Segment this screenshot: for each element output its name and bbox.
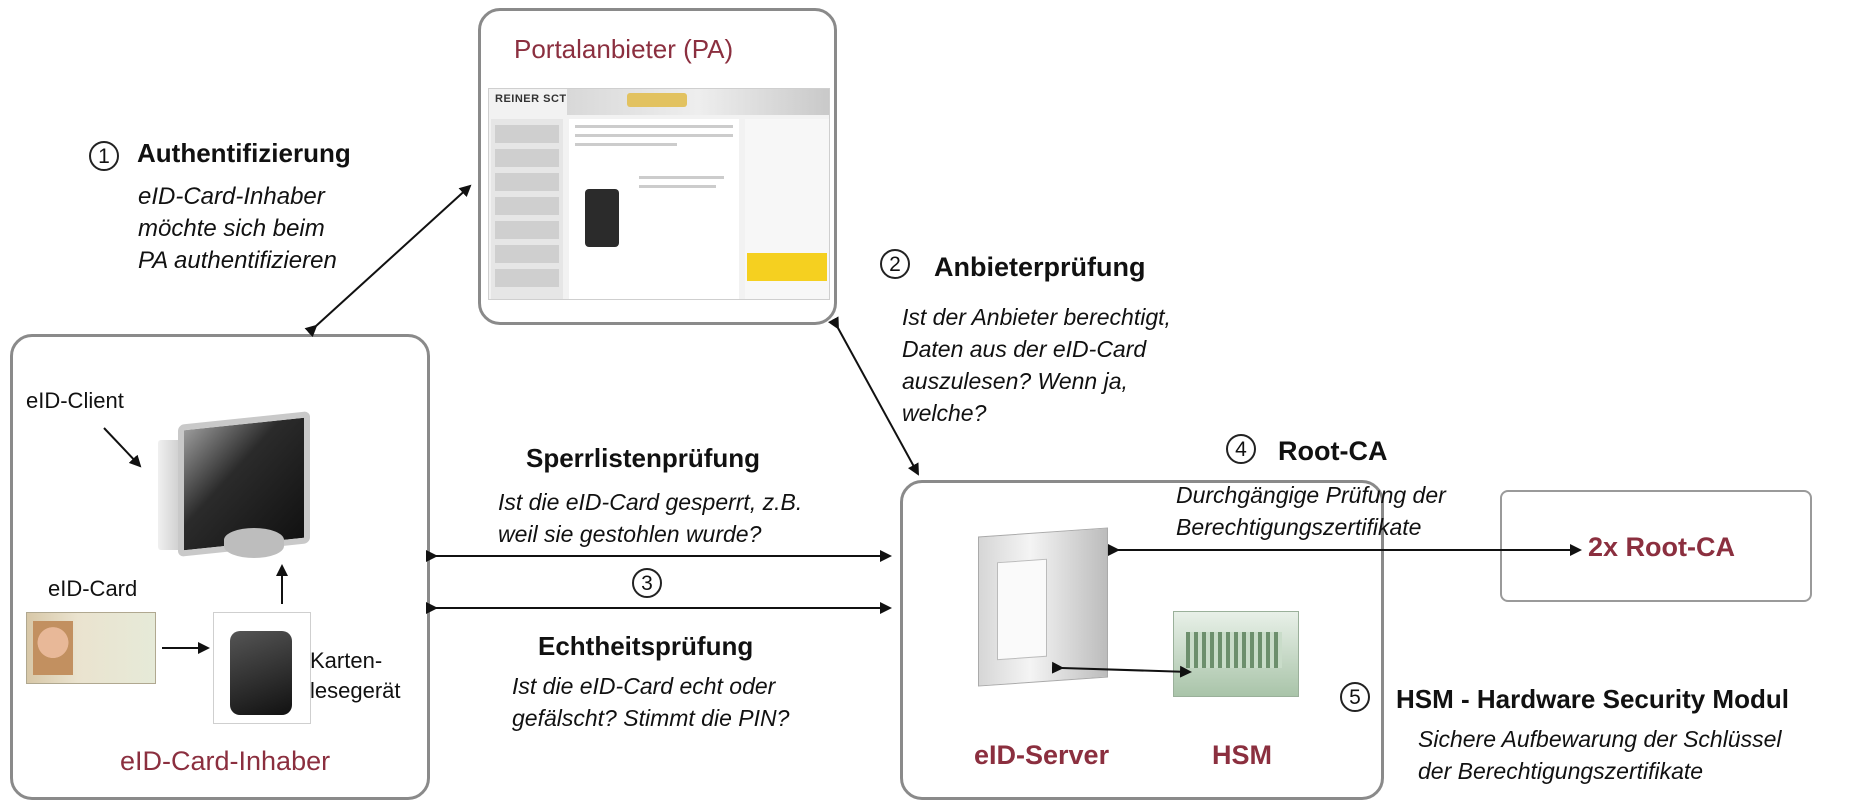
arrow-step-2 [827,316,919,476]
step-5-heading: HSM - Hardware Security Modul [1396,684,1789,714]
reader-label-line-2: lesegerät [310,678,401,703]
step-4-heading: Root-CA [1278,436,1388,466]
step-2-line-2: Daten aus der eID-Card [902,336,1147,362]
eid-server-label: eID-Server [974,740,1110,770]
step-2-line-1: Ist der Anbieter berechtigt, [902,304,1171,330]
step-2-number: 2 [880,249,910,279]
authenticity-heading: Echtheitsprüfung [538,631,754,661]
step-1-number: 1 [89,141,119,171]
step-2-line-3: auszulesen? Wenn ja, [902,368,1128,394]
arrow-hsm [1051,661,1192,678]
eid-card-label: eID-Card [48,576,138,601]
holder-title: eID-Card-Inhaber [120,746,331,776]
portal-title: Portalanbieter (PA) [514,34,734,64]
rootca-label: 2x Root-CA [1588,532,1735,562]
step-4-number: 4 [1226,434,1256,464]
step-2-heading: Anbieterprüfung [934,252,1146,282]
screenshot-banner [567,89,829,115]
hsm-module-image [1173,611,1299,697]
hsm-label: HSM [1212,740,1272,770]
arrow-eid-client [103,427,142,468]
step-3-number: 3 [632,568,662,598]
card-reader-image [585,189,619,247]
revocation-line-1: Ist die eID-Card gesperrt, z.B. [498,489,803,515]
step-1-heading: Authentifizierung [137,138,351,168]
step-1-line-2: möchte sich beim [138,215,325,242]
screenshot-right-column [745,119,829,299]
step-4-line-2: Berechtigungszertifikate [1176,514,1422,540]
step-1-line-1: eID-Card-Inhaber [138,183,325,210]
revocation-line-2: weil sie gestohlen wurde? [498,521,762,547]
step-4-line-1: Durchgängige Prüfung der [1176,482,1446,508]
eid-card-image [26,612,156,684]
monitor-stand-image [224,528,284,558]
revocation-heading: Sperrlistenprüfung [526,443,761,473]
portal-screenshot: REINER SCT [488,88,830,300]
authenticity-line-2: gefälscht? Stimmt die PIN? [512,705,790,731]
step-5-line-2: der Berechtigungszertifikate [1418,758,1704,784]
screenshot-sidebar [491,119,563,299]
authenticity-line-1: Ist die eID-Card echt oder [512,673,776,699]
step-1-line-3: PA authentifizieren [138,247,337,274]
arrow-step-1 [304,184,472,338]
eid-client-label: eID-Client [26,388,124,413]
screenshot-logo: REINER SCT [495,93,567,105]
reader-label-line-1: Karten- [310,648,383,673]
card-reader-device-image [213,612,311,724]
step-5-number: 5 [1340,682,1370,712]
step-5-line-1: Sichere Aufbewarung der Schlüssel [1418,726,1782,752]
